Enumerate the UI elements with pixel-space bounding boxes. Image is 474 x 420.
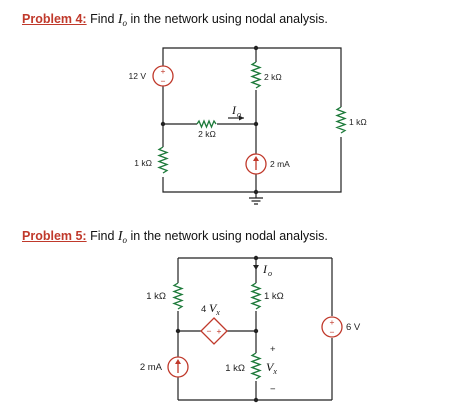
p4-wire-right-bottom xyxy=(256,137,342,193)
p5-current-source-2ma: 2 mA xyxy=(140,356,189,378)
p4-cs-arrowhead xyxy=(253,156,259,161)
problem-5-var: I xyxy=(117,229,123,244)
p4-r-far-right-label: 1 kΩ xyxy=(349,117,367,127)
problem-5-var-sub: o xyxy=(122,235,128,245)
p4-vs-label: 12 V xyxy=(129,71,147,81)
p4-io-sub: o xyxy=(237,110,241,119)
p4-resistor-left: 1 kΩ xyxy=(134,146,169,174)
p5-dep-coef: 4 xyxy=(201,304,209,315)
p5-r-bottom-label: 1 kΩ xyxy=(225,363,245,374)
p5-io-var: I xyxy=(262,262,268,276)
p4-vs-minus: − xyxy=(161,76,166,86)
p5-dep-sub: x xyxy=(215,308,220,317)
p5-dep-label: 4 Vx xyxy=(201,301,220,317)
p5-vx-label: Vx xyxy=(266,360,277,376)
p5-voltage-source-6v: + − 6 V xyxy=(321,316,361,338)
p5-vx-sub: x xyxy=(272,367,277,376)
p5-r-mid-label: 1 kΩ xyxy=(264,291,284,302)
p4-r-top-label: 2 kΩ xyxy=(264,72,282,82)
p4-io-var: I xyxy=(231,103,237,117)
p4-ground-icon xyxy=(249,197,263,205)
p4-voltage-source-12v: + − 12 V xyxy=(129,65,174,87)
p4-io-arrowhead xyxy=(239,115,244,121)
p4-wire-left-bottom xyxy=(162,177,256,193)
p5-dep-minus: − xyxy=(207,326,212,336)
p4-resistor-top: 2 kΩ xyxy=(250,61,282,89)
p5-vx-minus: − xyxy=(270,384,276,395)
p5-current-io: I o xyxy=(253,262,272,278)
problem-5-text-pre: Find xyxy=(86,229,118,243)
p4-resistor-far-right: 1 kΩ xyxy=(335,106,367,134)
p4-node-bottom xyxy=(253,189,259,195)
problem-5-title: Problem 5: Find Io in the network using … xyxy=(22,229,328,245)
problem-4-title: Problem 4: Find Io in the network using … xyxy=(22,12,328,28)
p4-resistor-middle: 2 kΩ xyxy=(196,119,217,139)
p5-cs-label: 2 mA xyxy=(140,362,163,373)
problem-4-text-post: in the network using nodal analysis. xyxy=(127,12,328,26)
problem-4-text-pre: Find xyxy=(86,12,118,26)
p5-dep-plus: + xyxy=(217,326,222,336)
p5-io-sub: o xyxy=(268,269,272,278)
problem-4-var-sub: o xyxy=(122,18,128,28)
p5-cs-arrowhead xyxy=(175,359,181,364)
p4-vs-plus: + xyxy=(161,66,166,76)
p5-resistor-mid: 1 kΩ xyxy=(250,282,284,310)
problem-4-var: I xyxy=(117,12,123,27)
p4-current-io: I o xyxy=(228,103,244,121)
p4-wire-top xyxy=(162,47,342,107)
problem-4-label: Problem 4: xyxy=(22,12,87,26)
p4-node-center xyxy=(253,121,259,127)
p5-node-bottom xyxy=(253,397,259,403)
p5-vs-label: 6 V xyxy=(346,322,361,333)
problem-5-circuit: I o 1 kΩ 1 kΩ − + 4 Vx 2 mA xyxy=(140,255,361,403)
problem-5-text-post: in the network using nodal analysis. xyxy=(127,229,328,243)
p5-dependent-source: − + 4 Vx xyxy=(200,301,228,345)
p5-vs-plus: + xyxy=(330,317,335,327)
p5-r-left-label: 1 kΩ xyxy=(146,291,166,302)
p5-node-top xyxy=(253,255,259,261)
problem-5-label: Problem 5: xyxy=(22,229,87,243)
p4-node-top xyxy=(253,45,259,51)
p4-node-left xyxy=(160,121,166,127)
p5-vs-minus: − xyxy=(330,327,335,337)
p5-dep-var: V xyxy=(209,301,218,315)
p4-cs-label: 2 mA xyxy=(270,159,290,169)
p4-r-left-label: 1 kΩ xyxy=(134,158,152,168)
p5-resistor-bottom: 1 kΩ + − Vx xyxy=(225,344,277,395)
p4-current-source-2ma: 2 mA xyxy=(245,153,290,175)
problem-4-circuit: + − 12 V 2 kΩ 2 kΩ I o 1 kΩ 1 xyxy=(129,45,367,205)
p4-r-middle-label: 2 kΩ xyxy=(198,129,216,139)
p5-resistor-left: 1 kΩ xyxy=(146,282,184,310)
p5-vx-plus: + xyxy=(270,344,276,355)
p5-node-center xyxy=(253,328,259,334)
p5-node-left xyxy=(175,328,181,334)
p5-io-arrowhead xyxy=(253,265,259,270)
p5-vx-var: V xyxy=(266,360,275,374)
